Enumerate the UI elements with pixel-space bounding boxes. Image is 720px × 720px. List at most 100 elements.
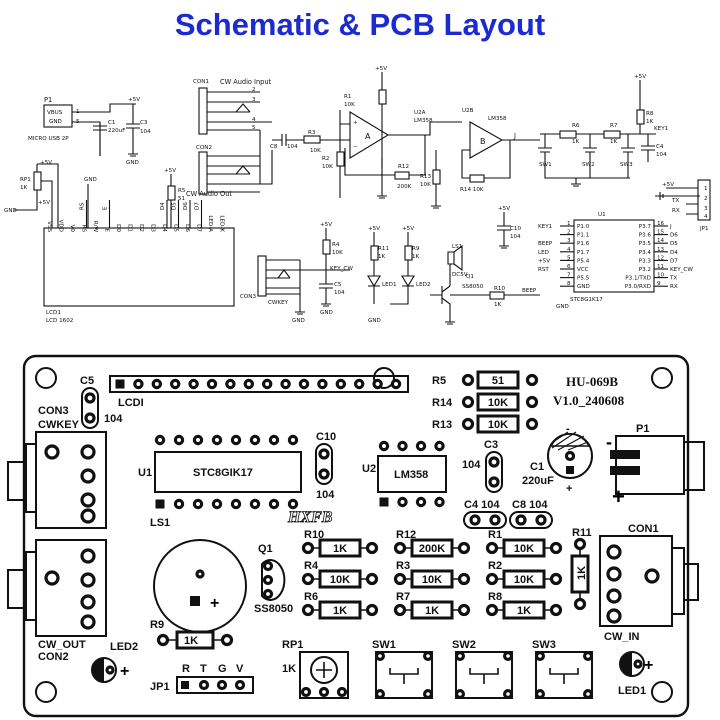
resistor-ref: R2 (488, 560, 502, 572)
ls1-ref: LS1 (452, 244, 463, 250)
svg-text:RX: RX (672, 208, 680, 214)
resistor-value: 200K (419, 543, 445, 555)
r2-ref: R2 (322, 156, 329, 162)
svg-text:GND: GND (126, 160, 139, 166)
u1-left-pin: P5.5 (577, 276, 590, 282)
r3-resistor: R3 10K (303, 130, 321, 154)
c4-ref: C4 (656, 144, 664, 150)
resistor-ref: R5 (432, 375, 446, 387)
r6-ref: R6 (572, 123, 580, 129)
svg-text:220uF: 220uF (522, 475, 554, 487)
jp1-ref: JP1 (699, 226, 709, 232)
switch-sw2: SW2 (582, 134, 597, 178)
svg-text:+5V: +5V (402, 226, 414, 232)
u2a-part: LM358 (414, 118, 433, 124)
resistor-ref: R4 (304, 560, 319, 572)
lcd-bus-net: D6 (183, 202, 189, 210)
r10-value: 1K (494, 302, 502, 308)
board-version: V1.0_240608 (553, 393, 625, 408)
c4-value: 104 (656, 152, 667, 158)
lcd-bus-net: D7 (195, 202, 201, 210)
u1-left-pin: P1.1 (577, 233, 590, 239)
u1-right-net: TX (669, 276, 677, 282)
lcd-pin-label: LED-A (207, 215, 213, 232)
svg-text:1K: 1K (184, 635, 198, 647)
svg-text:GND: GND (292, 318, 305, 324)
r12-ref: R12 (398, 164, 409, 170)
lcd-ref: LCD1 (46, 310, 61, 316)
svg-text:C10: C10 (316, 431, 336, 443)
led2-circuit: +5V R9 1K LED2 (390, 226, 431, 305)
c3-footprint: C3 104 (462, 439, 503, 493)
lcd-pin-label: V0 (69, 225, 75, 233)
con1-jack-footprint: CON1 CW_IN (599, 523, 699, 643)
sw3-label: SW3 (620, 162, 633, 168)
p1-usb-connector: P1 VBUS GND 1 5 MICRO USB 2P (28, 96, 136, 156)
mounting-holes (35, 367, 673, 703)
lcd-pin-label: D4 (161, 224, 167, 232)
lcd-pin-label: D7 (196, 224, 202, 232)
u1-right-pin-num: 16 (657, 221, 665, 227)
jp1-header: TX RX 1 2 3 4 JP1 +5V (655, 179, 711, 232)
svg-text:−: − (353, 144, 358, 150)
u1-left-pin: P1.7 (577, 250, 590, 256)
svg-text:+: + (644, 657, 653, 674)
p1-pin-gnd: GND (49, 119, 62, 125)
u1-footprint: STC8GIK17 U1 (138, 434, 302, 510)
board-name: HU-069B (566, 374, 618, 389)
u1-left-pin: P5.4 (577, 258, 590, 264)
u1-part: STC8G1K17 (570, 297, 603, 303)
svg-text:5: 5 (252, 125, 256, 131)
p1-name: MICRO USB 2P (28, 136, 69, 142)
q1-part: SS8050 (462, 284, 484, 290)
r9-footprint: R9 1K (150, 619, 234, 650)
svg-text:-: - (566, 423, 570, 435)
resistor-value: 1K (333, 605, 347, 617)
c3-capacitor: C3 104 +5V GND (126, 97, 151, 166)
led1-circuit: +5V R11 1K LED1 GND (367, 226, 397, 324)
svg-text:B: B (480, 137, 486, 146)
resistor-ref: R3 (396, 560, 410, 572)
led2-label: LED2 (416, 282, 431, 288)
u1-right-pin: P3.0/RXD (625, 284, 651, 290)
switch-sw1: SW1 (538, 134, 630, 187)
c4-label: C4 104 (464, 499, 500, 511)
svg-text:CW_OUT: CW_OUT (38, 639, 86, 651)
r1-ref: R1 (344, 94, 352, 100)
svg-text:STC8GIK17: STC8GIK17 (193, 467, 253, 479)
resistor-ref: R13 (432, 419, 452, 431)
c8-capacitor: C8 104 (270, 134, 304, 150)
svg-text:+: + (566, 483, 572, 495)
p1-ref: P1 (44, 96, 52, 104)
lcd-bus-net: D4 (160, 202, 166, 210)
svg-text:LS1: LS1 (150, 517, 170, 529)
r3-value: 10K (310, 148, 321, 154)
c8-footprint: C8 104 (509, 499, 553, 529)
svg-text:1K: 1K (576, 566, 588, 580)
svg-text:+5V: +5V (498, 206, 510, 212)
c5-footprint: C5 104 (80, 375, 123, 429)
lcd-pin-label: VDD (58, 220, 64, 232)
r2-value: 10K (322, 164, 333, 170)
sw2-footprint: SW2 (452, 639, 514, 700)
svg-text:CON3: CON3 (38, 405, 69, 417)
svg-text:1: 1 (704, 186, 708, 192)
svg-text:T: T (200, 663, 207, 675)
con3-ref: CON3 (240, 294, 256, 300)
lcd-bus-net: E (103, 206, 109, 210)
svg-text:104: 104 (462, 459, 481, 471)
pcb-layout: HU-069B V1.0_240608 HXFB LCDI C5 104 CON… (7, 354, 705, 718)
r7-value: 1K (610, 139, 618, 145)
con1-label: CW Audio Input (220, 78, 272, 86)
lcd-pin-label: VSS (46, 221, 52, 232)
lcd-header-label: LCDI (118, 397, 144, 409)
resistor-value: 1K (333, 543, 347, 555)
svg-text:+5V: +5V (40, 160, 52, 166)
p1-pin-vbus: VBUS (47, 110, 63, 116)
svg-text:G: G (218, 663, 227, 675)
